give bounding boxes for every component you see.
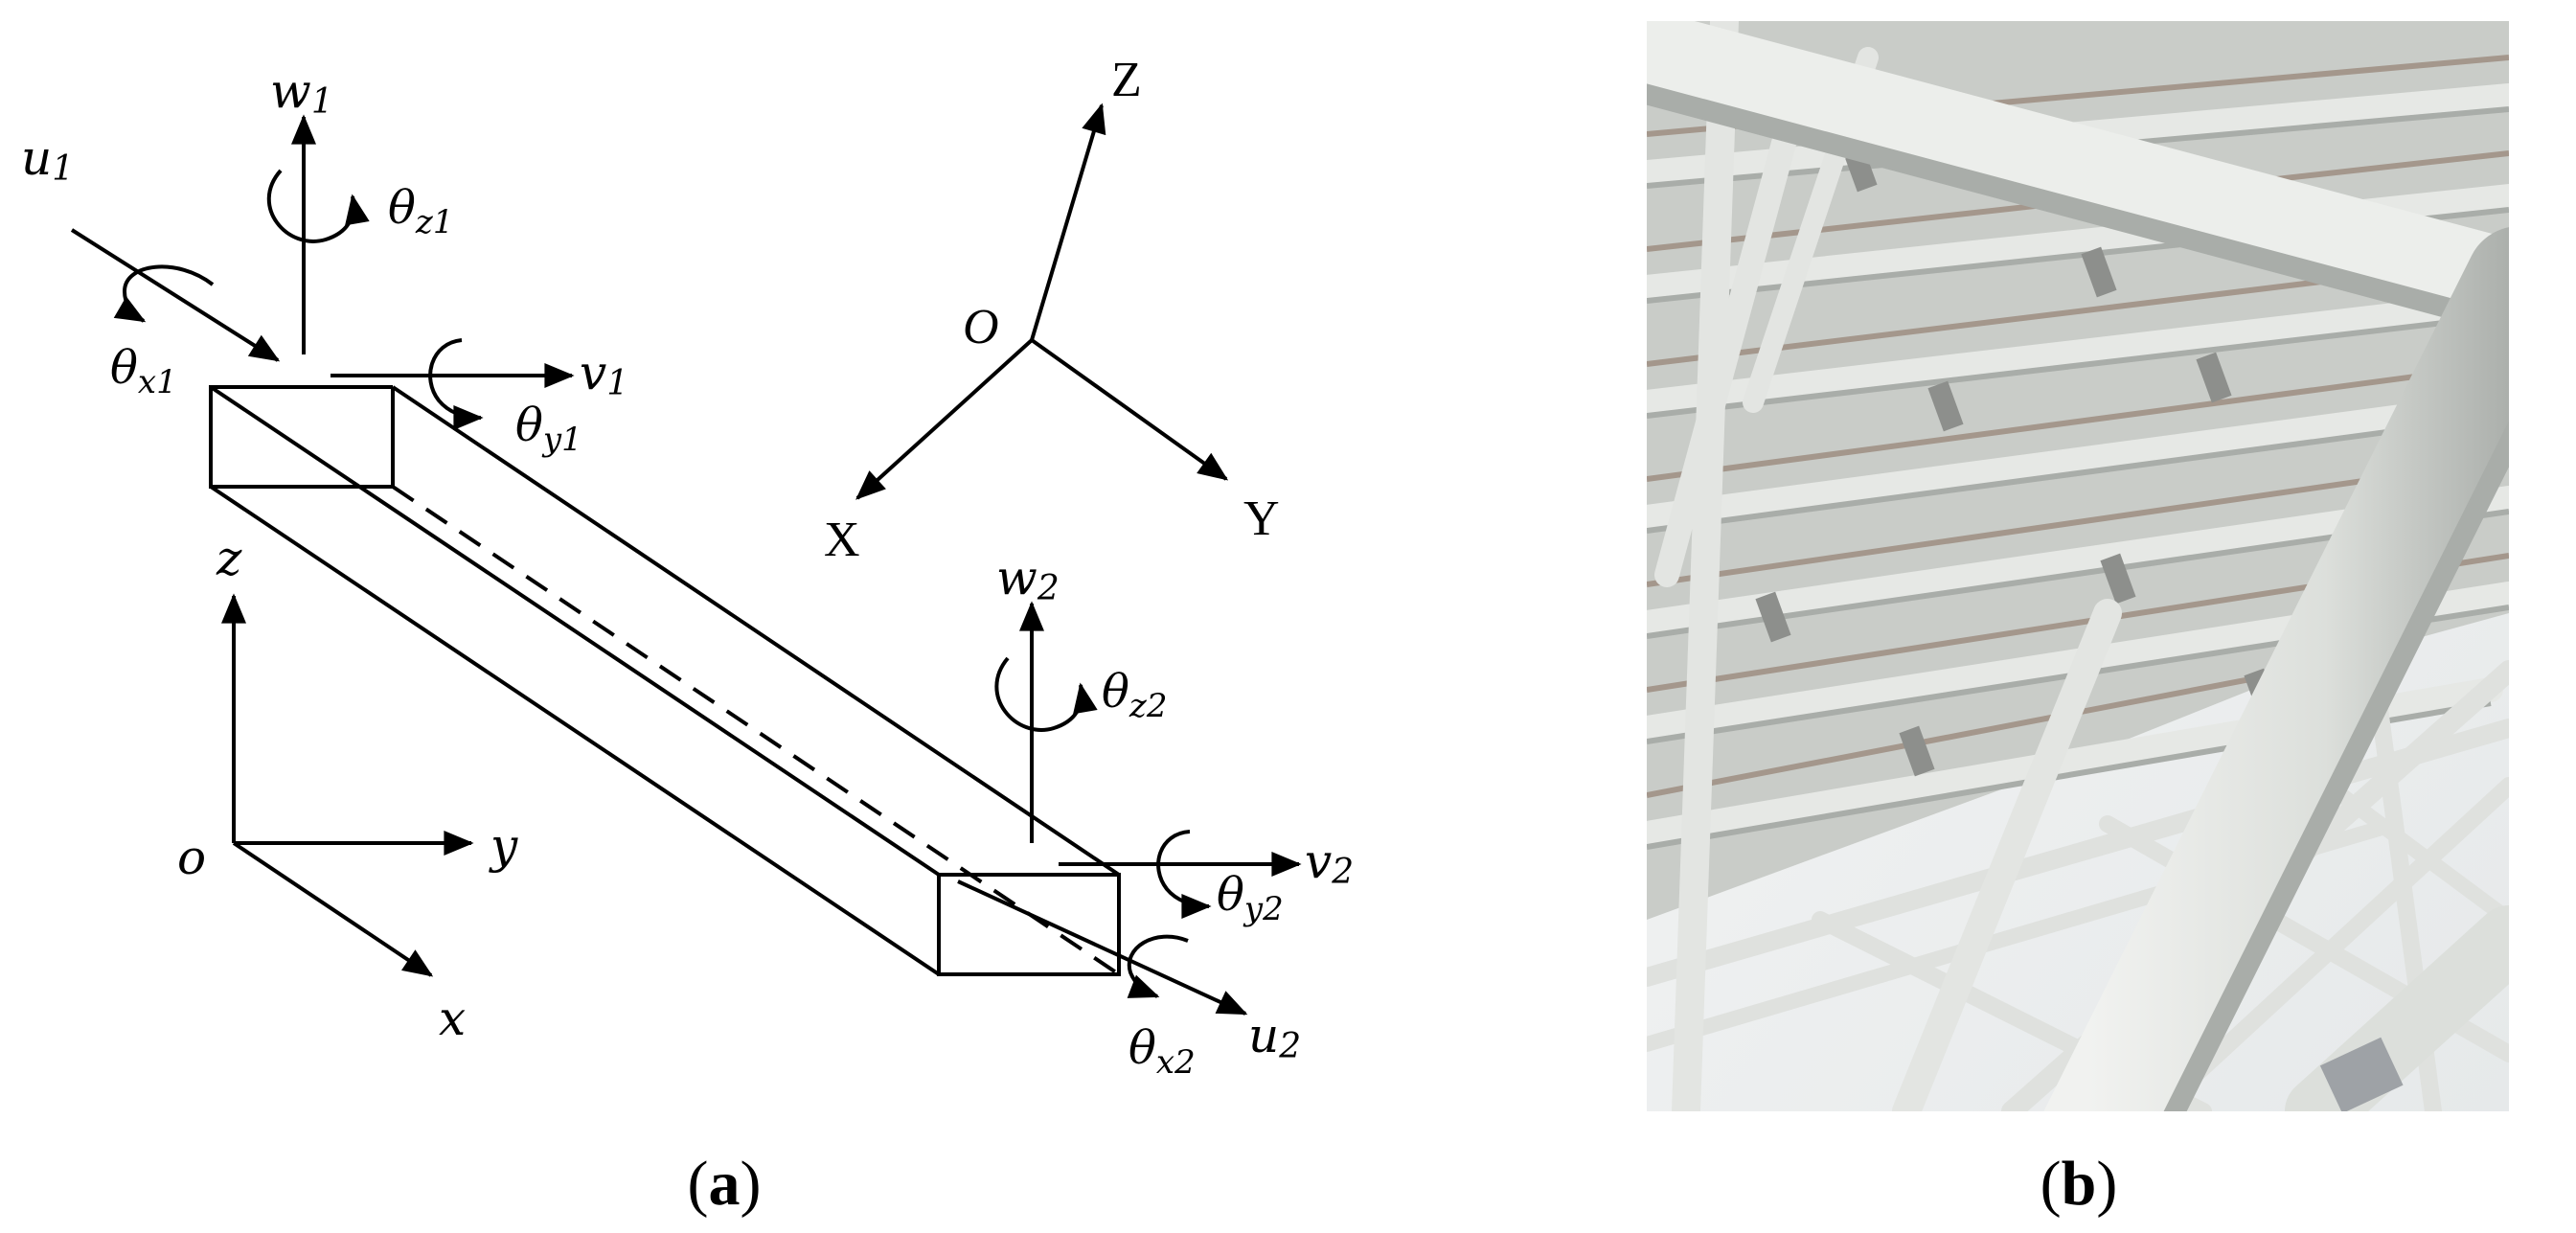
beam-element bbox=[209, 385, 1121, 976]
theta-z2-rotation bbox=[994, 656, 1098, 732]
theta-z1-rotation bbox=[266, 169, 370, 243]
global-y-label: Y bbox=[1243, 491, 1280, 546]
beam-outline-left-end bbox=[209, 385, 395, 489]
panel-a-diagram: w1 u1 v1 θz1 θx1 θy1 w2 v2 u2 θz2 θy2 θx… bbox=[21, 53, 1354, 1219]
panel-b-photo bbox=[1647, 21, 2509, 1111]
local-x-axis bbox=[232, 841, 434, 977]
node2-dofs bbox=[957, 601, 1302, 1016]
photo-brackets bbox=[1755, 141, 2376, 777]
photo-panel-seams bbox=[1647, 55, 2509, 798]
beam-hidden-edges bbox=[211, 387, 1121, 976]
w2-label: w2 bbox=[996, 550, 1060, 608]
global-axes bbox=[855, 103, 1229, 500]
beam-top-front-edge bbox=[209, 385, 941, 877]
u2-label: u2 bbox=[1248, 1008, 1301, 1066]
global-origin-label: O bbox=[963, 300, 999, 354]
panel-a-label: (a) bbox=[688, 1149, 762, 1219]
v2-label: v2 bbox=[1305, 833, 1354, 892]
theta-x1-rotation bbox=[113, 264, 215, 323]
node1-dofs bbox=[70, 114, 575, 430]
photo-main-tubes bbox=[1647, 21, 2509, 1111]
local-axes-labels: z o y x bbox=[177, 531, 518, 1046]
local-axes bbox=[221, 593, 474, 977]
global-x-axis bbox=[855, 338, 1034, 500]
local-x-label: x bbox=[439, 991, 466, 1046]
w1-label: w1 bbox=[270, 63, 333, 122]
theta-y1-label: θy1 bbox=[515, 399, 582, 459]
global-x-label: X bbox=[824, 513, 860, 567]
theta-z1-label: θz1 bbox=[388, 181, 453, 241]
v1-label: v1 bbox=[580, 345, 628, 403]
theta-y2-rotation bbox=[1156, 830, 1212, 919]
local-z-label: z bbox=[216, 531, 242, 586]
global-z-label: Z bbox=[1111, 53, 1142, 107]
u1-label: u1 bbox=[21, 130, 74, 189]
theta-x1-label: θx1 bbox=[110, 341, 177, 401]
photo-tape-band bbox=[2319, 1037, 2404, 1111]
panel-b-label: (b) bbox=[2040, 1149, 2118, 1219]
theta-y1-rotation bbox=[428, 338, 484, 430]
theta-z2-label: θz2 bbox=[1102, 665, 1167, 725]
node1-labels: w1 u1 v1 θz1 θx1 θy1 bbox=[21, 63, 628, 459]
theta-y2-label: θy2 bbox=[1217, 868, 1284, 928]
u2-arrow bbox=[957, 879, 1248, 1016]
global-axes-labels: Z O X Y bbox=[824, 53, 1280, 567]
beam-bottom-edge bbox=[209, 485, 941, 976]
theta-x2-label: θx2 bbox=[1128, 1021, 1196, 1082]
global-z-axis bbox=[1030, 103, 1106, 341]
node2-labels: w2 v2 u2 θz2 θy2 θx2 bbox=[996, 550, 1354, 1082]
local-y-label: y bbox=[489, 818, 518, 874]
beam-top-edge bbox=[391, 385, 1121, 877]
theta-x2-rotation bbox=[1127, 934, 1189, 998]
local-origin-label: o bbox=[177, 830, 206, 885]
u1-arrow bbox=[70, 228, 281, 362]
global-y-axis bbox=[1030, 338, 1229, 481]
beam-right-face bbox=[937, 873, 1121, 976]
